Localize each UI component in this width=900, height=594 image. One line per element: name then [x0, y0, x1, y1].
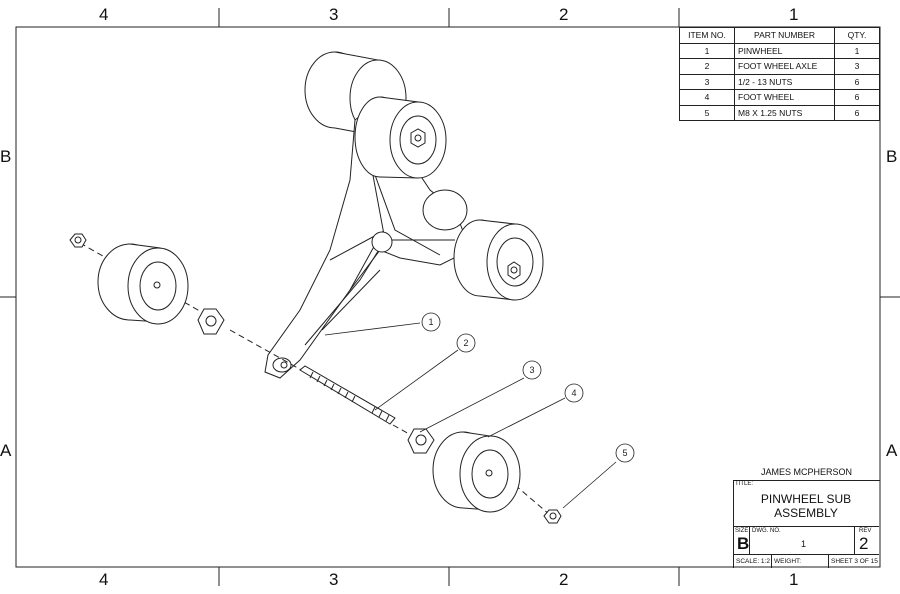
balloon-label-5: 5	[622, 448, 627, 458]
nut-m8-left	[69, 233, 87, 248]
bom-item-no: 1	[679, 42, 735, 59]
zone-right-b: B	[886, 147, 898, 166]
bom-part-number: FOOT WHEEL	[734, 89, 835, 106]
zone-bottom-4: 4	[99, 570, 109, 589]
divider	[771, 555, 772, 568]
foot-wheel-upper-right	[354, 96, 447, 179]
divider	[828, 555, 829, 568]
bom-item-no: 3	[679, 73, 735, 90]
zone-top-3: 3	[329, 5, 339, 24]
scale-sheet-row: SCALE: 1:2 WEIGHT: SHEET 3 OF 15	[733, 554, 879, 568]
title-label: TITLE:	[735, 481, 754, 487]
foot-wheel-middle-back	[422, 189, 468, 231]
size-value: B	[737, 534, 750, 553]
bom-item-no: 2	[679, 58, 735, 75]
zone-top-2: 2	[559, 5, 569, 24]
nut-m8-right	[543, 509, 562, 524]
balloon-5	[615, 443, 635, 463]
bom-row: 3 1/2 - 13 NUTS 6	[679, 73, 880, 90]
balloon-3	[522, 360, 542, 380]
bom-header-row: ITEM NO. PART NUMBER QTY.	[679, 27, 880, 44]
bom-qty: 6	[834, 104, 880, 121]
scale-value: SCALE: 1:2	[736, 558, 770, 565]
foot-wheel-axle	[299, 365, 396, 425]
bom-header-part: PART NUMBER	[734, 27, 835, 44]
dwg-no-label: DWG. NO.	[752, 528, 781, 534]
bom-row: 4 FOOT WHEEL 6	[679, 89, 880, 106]
divider	[749, 527, 750, 555]
foot-wheel-middle-right	[453, 219, 544, 301]
zone-top-1: 1	[789, 5, 799, 24]
drawing-title: PINWHEEL SUB ASSEMBLY	[760, 492, 852, 520]
bom-qty: 3	[834, 58, 880, 75]
bom-header-item: ITEM NO.	[679, 27, 735, 44]
nut-half-inch-right	[407, 428, 435, 454]
zone-bottom-2: 2	[559, 570, 569, 589]
zone-left-a: A	[0, 441, 12, 460]
bom-item-no: 5	[679, 104, 735, 121]
bom-part-number: 1/2 - 13 NUTS	[734, 73, 835, 90]
divider	[854, 527, 855, 555]
bom-row: 2 FOOT WHEEL AXLE 3	[679, 58, 880, 75]
balloon-4	[564, 383, 584, 403]
bom-qty: 1	[834, 42, 880, 59]
weight-label: WEIGHT:	[774, 558, 802, 565]
sheet-number: SHEET 3 OF 15	[831, 558, 878, 565]
zone-left-b: B	[0, 147, 12, 166]
balloon-label-1: 1	[428, 317, 433, 327]
zone-bottom-1: 1	[789, 570, 799, 589]
balloon-2	[456, 333, 476, 353]
bom-item-no: 4	[679, 89, 735, 106]
size-dwg-row: SIZE B DWG. NO. 1 REV 2	[733, 526, 879, 555]
rev-label: REV	[859, 528, 872, 534]
title-block: JAMES MCPHERSON TITLE: PINWHEEL SUB ASSE…	[733, 462, 880, 568]
zone-right-a: A	[886, 441, 898, 460]
nut-half-inch-left	[197, 308, 225, 335]
zone-bottom-3: 3	[329, 570, 339, 589]
balloon-1	[421, 312, 441, 332]
rev-value: 2	[859, 534, 869, 553]
size-label: SIZE	[735, 528, 749, 534]
balloon-group	[421, 312, 635, 463]
balloon-label-4: 4	[571, 388, 576, 398]
bom-part-number: M8 X 1.25 NUTS	[734, 104, 835, 121]
foot-wheel-left	[97, 243, 189, 325]
bom-row: 5 M8 X 1.25 NUTS 6	[679, 104, 880, 121]
balloon-label-3: 3	[529, 365, 534, 375]
foot-wheel-right	[432, 431, 521, 513]
zone-top-4: 4	[99, 5, 109, 24]
balloon-label-2: 2	[463, 338, 468, 348]
bom-qty: 6	[834, 73, 880, 90]
pinwheel-assembly	[69, 51, 562, 524]
dwg-no-value: 1	[801, 539, 807, 549]
bom-qty: 6	[834, 89, 880, 106]
bom-header-qty: QTY.	[834, 27, 880, 44]
title-block-frame	[733, 480, 880, 568]
bom-row: 1 PINWHEEL 1	[679, 42, 880, 59]
author-name: JAMES MCPHERSON	[760, 467, 852, 477]
pinwheel-frame	[264, 99, 471, 379]
bom-part-number: PINWHEEL	[734, 42, 835, 59]
bom-part-number: FOOT WHEEL AXLE	[734, 58, 835, 75]
bill-of-materials: ITEM NO. PART NUMBER QTY. 1 PINWHEEL 1 2…	[679, 27, 880, 121]
balloon-leaders	[324, 322, 617, 509]
